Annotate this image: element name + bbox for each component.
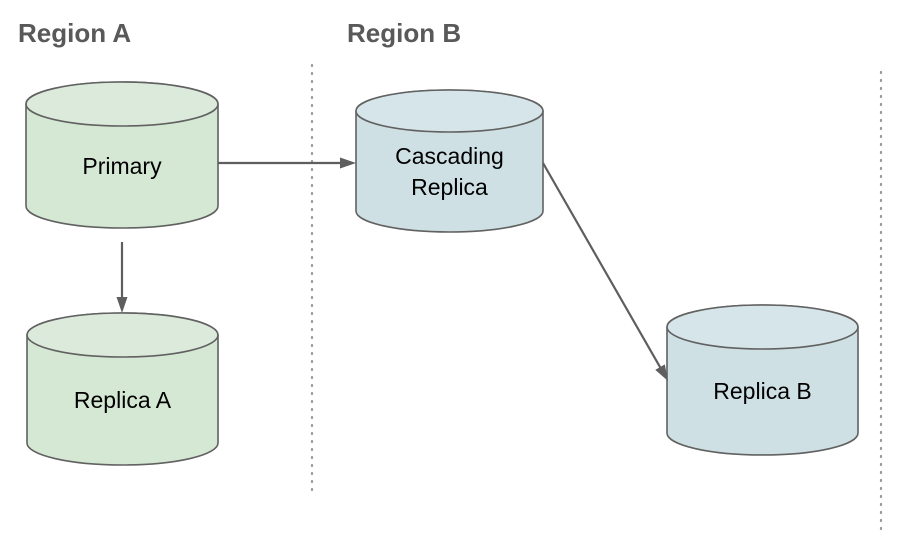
cascading-replica-label-line-2: Replica [411, 174, 488, 200]
arrow-head-icon [116, 297, 128, 313]
cascading-replica-label-line-1: Cascading [395, 143, 504, 169]
edge-primary-to-replica-a [116, 242, 128, 313]
primary-label: Primary [82, 153, 162, 179]
arrow-head-icon [655, 364, 668, 381]
edge-line [542, 162, 662, 370]
replica-b-label: Replica B [713, 378, 811, 404]
replica-a-label: Replica A [74, 387, 172, 413]
region-b-heading: Region B [347, 18, 461, 48]
node-replica-a[interactable]: Replica A [26, 312, 219, 466]
arrow-head-icon [340, 157, 356, 169]
edge-cascading-replica-to-replica-b [542, 162, 668, 381]
replica-a-cylinder-top [26, 312, 219, 358]
edge-primary-to-cascading-replica [218, 157, 356, 169]
region-a-heading: Region A [18, 18, 131, 48]
node-replica-b[interactable]: Replica B [666, 304, 859, 456]
cascading-replica-cylinder-top [355, 89, 544, 133]
node-primary[interactable]: Primary [25, 81, 219, 229]
node-cascading-replica[interactable]: Cascading Replica [355, 89, 544, 233]
replica-b-cylinder-top [666, 304, 859, 350]
primary-cylinder-top [25, 81, 219, 127]
